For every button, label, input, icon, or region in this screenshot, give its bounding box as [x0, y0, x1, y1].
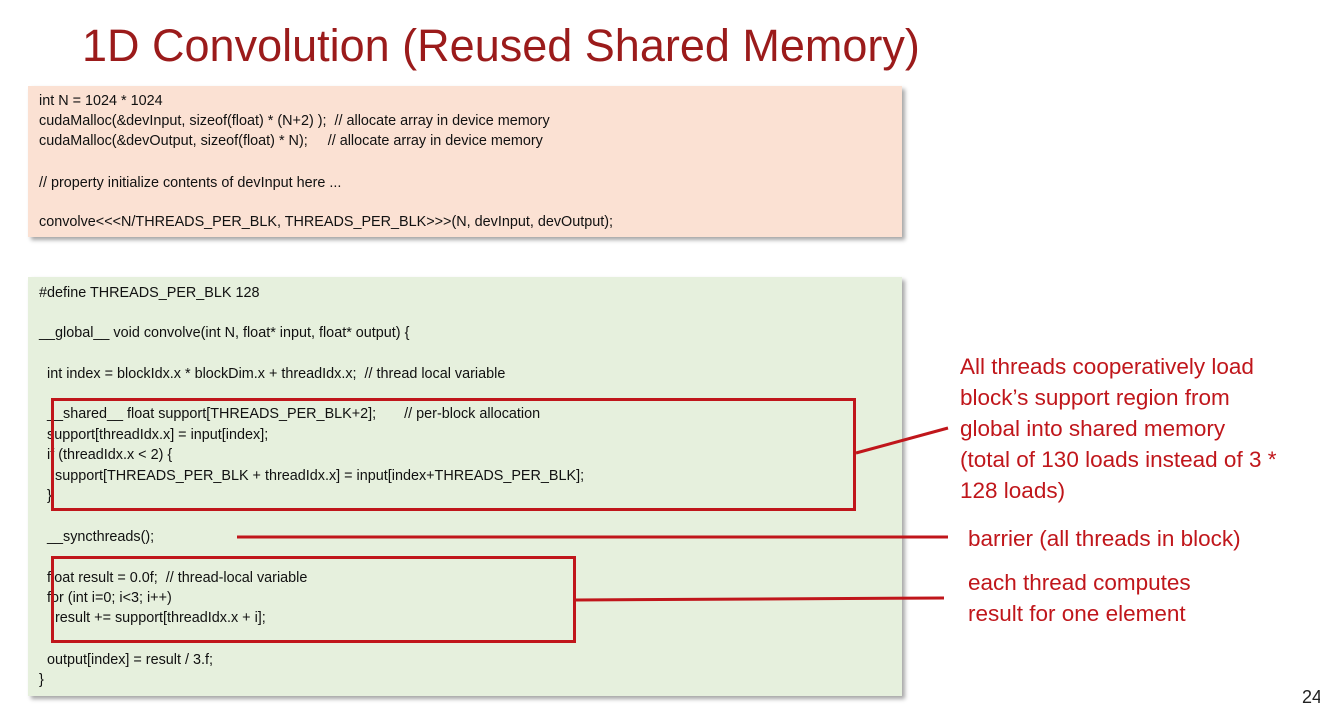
shared-load-annotation: All threads cooperatively load block’s s… — [960, 351, 1276, 506]
code-line: if (threadIdx.x < 2) { — [39, 447, 173, 463]
code-line: } — [39, 672, 44, 688]
page-number: 24 — [1302, 687, 1320, 707]
code-line: cudaMalloc(&devInput, sizeof(float) * (N… — [39, 113, 550, 129]
code-line: result += support[threadIdx.x + i]; — [39, 610, 266, 626]
compute-annotation: each thread computes result for one elem… — [968, 567, 1191, 629]
code-line: __syncthreads(); — [39, 529, 155, 545]
code-line: // property initialize contents of devIn… — [39, 175, 342, 191]
compute-highlight — [51, 556, 576, 643]
code-line: } — [39, 488, 52, 504]
slide-title: 1D Convolution (Reused Shared Memory) — [82, 20, 920, 71]
annotation-line: All threads cooperatively load — [960, 354, 1254, 379]
code-line: support[THREADS_PER_BLK + threadIdx.x] =… — [39, 468, 585, 484]
code-line: cudaMalloc(&devOutput, sizeof(float) * N… — [39, 133, 543, 149]
code-line: int N = 1024 * 1024 — [39, 93, 163, 109]
host-code-box: int N = 1024 * 1024 cudaMalloc(&devInput… — [28, 86, 902, 237]
annotation-line: result for one element — [968, 601, 1186, 626]
annotation-line: each thread computes — [968, 570, 1191, 595]
code-line: __global__ void convolve(int N, float* i… — [39, 325, 410, 341]
code-line: int index = blockIdx.x * blockDim.x + th… — [39, 366, 506, 382]
shared-load-highlight — [51, 398, 856, 511]
annotation-line: block’s support region from — [960, 385, 1230, 410]
shared-load-connector — [855, 426, 949, 455]
kernel-code-box: #define THREADS_PER_BLK 128 __global__ v… — [28, 277, 902, 696]
code-line: for (int i=0; i<3; i++) — [39, 590, 172, 606]
compute-connector — [575, 596, 945, 602]
code-line: __shared__ float support[THREADS_PER_BLK… — [39, 406, 541, 422]
code-line: convolve<<<N/THREADS_PER_BLK, THREADS_PE… — [39, 214, 614, 230]
code-line: #define THREADS_PER_BLK 128 — [39, 285, 260, 301]
annotation-line: (total of 130 loads instead of 3 * — [960, 447, 1277, 472]
code-line: support[threadIdx.x] = input[index]; — [39, 427, 269, 443]
annotation-line: global into shared memory — [960, 416, 1226, 441]
barrier-annotation: barrier (all threads in block) — [968, 526, 1241, 551]
code-line: float result = 0.0f; // thread-local var… — [39, 570, 308, 586]
annotation-line: 128 loads) — [960, 478, 1066, 503]
code-line: output[index] = result / 3.f; — [39, 652, 213, 668]
